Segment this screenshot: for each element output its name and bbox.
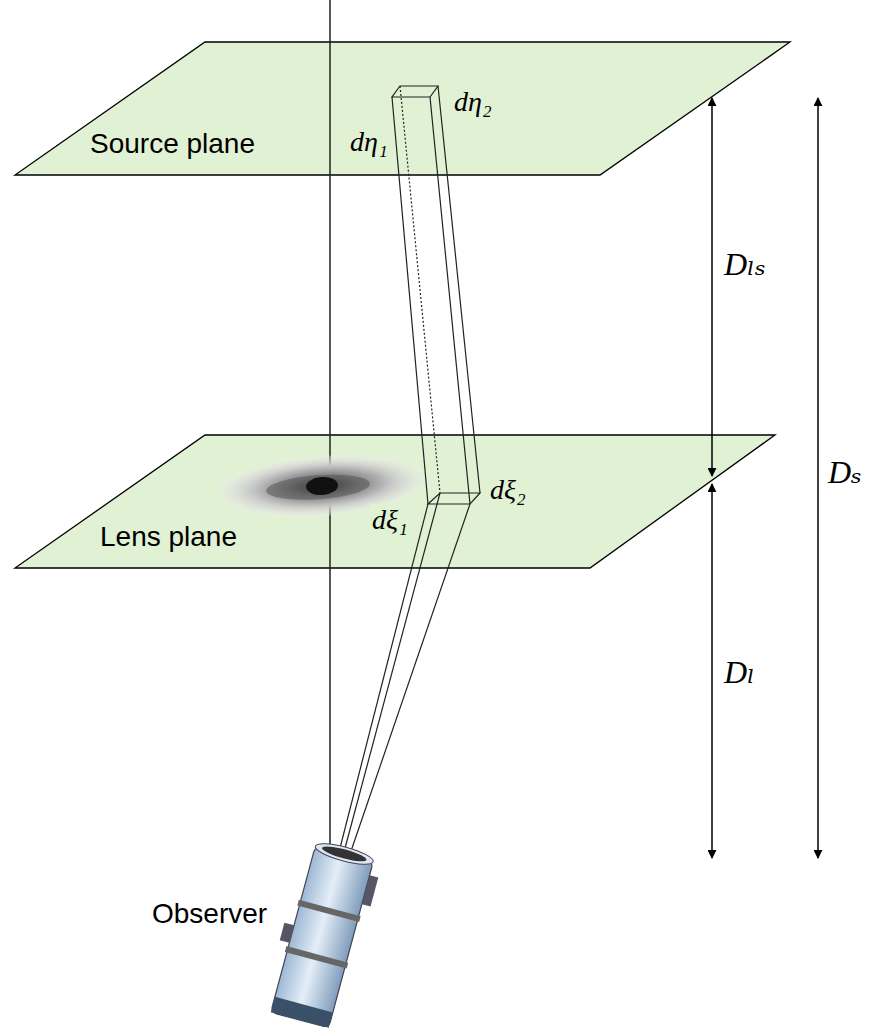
quantity-label: dη₂: [452, 86, 494, 118]
observer-label: Observer: [150, 898, 269, 930]
quantity-label: Dₗₛ: [722, 246, 768, 283]
ray-line: [339, 504, 428, 852]
ray-line: [392, 97, 428, 504]
plane-label-holder: Lens plane: [100, 521, 237, 553]
lens-patch: [428, 493, 480, 504]
dimension-arrow: [817, 98, 819, 858]
label-holder: dξ₁: [370, 504, 410, 536]
plane-name: Source plane: [90, 128, 255, 160]
label-holder: Dₛ: [826, 454, 864, 491]
telescope-ring: [285, 946, 348, 968]
optical-axis: [329, 0, 331, 860]
label-holder: Dₗ: [722, 654, 757, 691]
light-bundle: [339, 86, 480, 854]
telescope-finder: [362, 875, 378, 906]
source-patch: [392, 86, 438, 97]
label-holder: dξ₂: [488, 474, 528, 506]
plane-fill: [15, 42, 790, 175]
telescope-base: [271, 997, 333, 1028]
quantity-label: Dₛ: [826, 454, 864, 491]
telescope-mount: [280, 923, 294, 943]
galaxy-arm: [265, 472, 370, 503]
label-holder: dη₂: [452, 86, 494, 118]
plane-label-holder: Source plane: [90, 128, 255, 160]
quantity-label: dξ₂: [488, 474, 528, 506]
dimension-arrow: [711, 484, 713, 858]
label-holder: dη₁: [348, 126, 390, 158]
ray-line: [400, 86, 440, 493]
label-holder: Dₗₛ: [722, 246, 768, 283]
quantity-label: dη₁: [348, 126, 390, 158]
telescope-aperture: [321, 844, 368, 865]
quantity-label: dξ₁: [370, 504, 410, 536]
plane-parallelogram: Lens plane: [15, 435, 775, 568]
ray-line: [344, 493, 440, 852]
distance-arrows: [712, 98, 818, 858]
plane-name: Lens plane: [100, 521, 237, 553]
telescope-ring: [297, 900, 360, 922]
ray-line: [430, 97, 470, 504]
label-holder: Observer: [150, 898, 269, 930]
plane-parallelogram: Source plane: [15, 42, 790, 175]
telescope-aperture: [313, 839, 375, 868]
quantity-label: Dₗ: [722, 654, 757, 691]
plane-fill: [15, 435, 775, 568]
telescope-icon: [261, 837, 384, 1030]
ray-line: [438, 86, 480, 493]
dimension-arrow: [711, 98, 713, 476]
galaxy-core: [305, 476, 338, 496]
ray-line: [350, 504, 470, 854]
telescope-tube: [271, 846, 373, 1028]
